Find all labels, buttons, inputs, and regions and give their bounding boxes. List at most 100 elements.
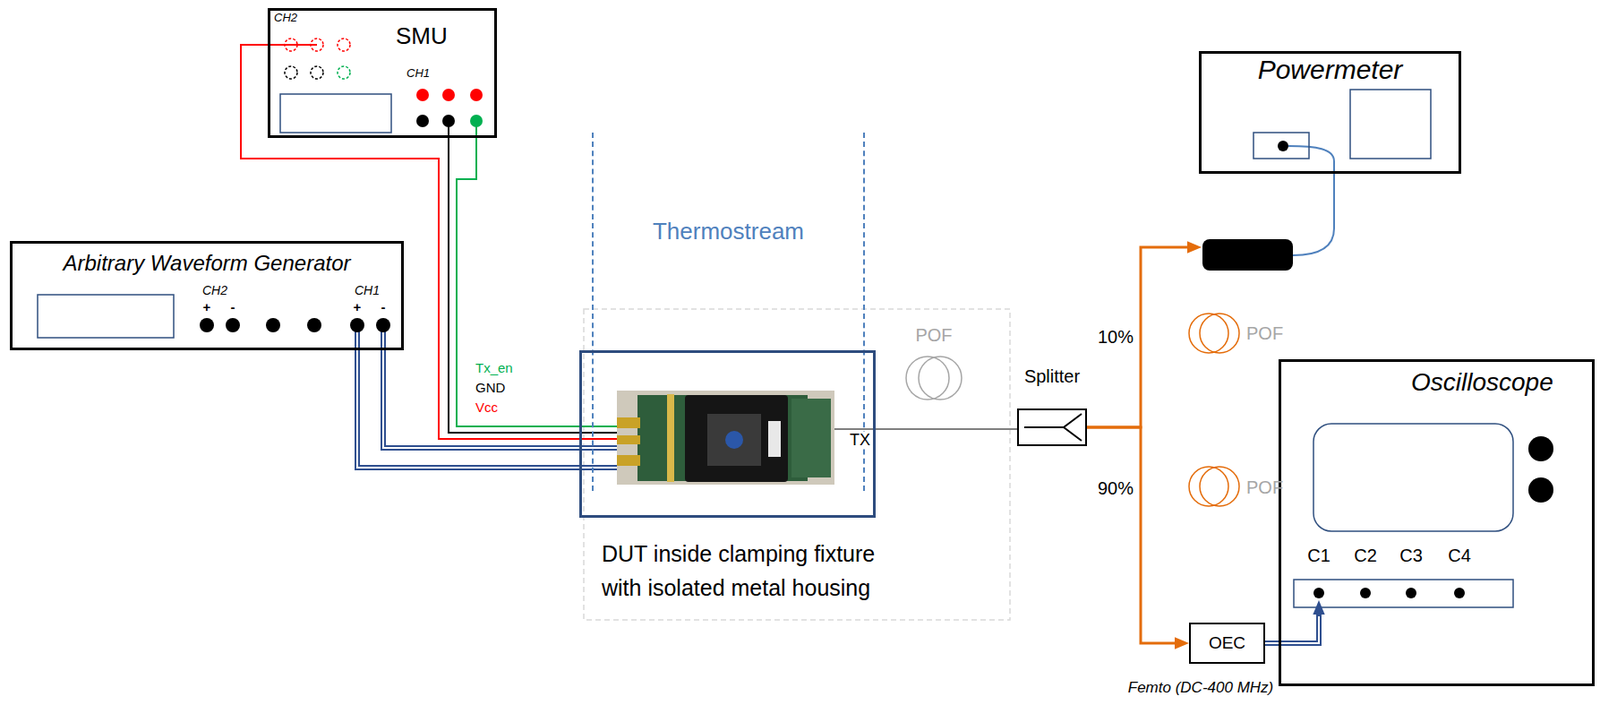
- input-strip: [1293, 579, 1514, 608]
- fiber-stub: [834, 427, 876, 430]
- connector-line: [448, 137, 580, 433]
- device-lens: [725, 430, 744, 449]
- port-dot: [1277, 140, 1289, 152]
- cable-stub: [579, 446, 618, 449]
- part-label: Vcc: [475, 399, 498, 416]
- photo-ground: [616, 390, 835, 485]
- chamber-outline: [583, 308, 1010, 620]
- connector: [1265, 614, 1319, 643]
- pcb: [637, 394, 808, 481]
- terminal: [310, 38, 324, 52]
- fiber-coil: [918, 356, 962, 400]
- connector-line: [383, 350, 580, 448]
- sensor-port: [1253, 132, 1310, 159]
- part-label: CH1: [406, 66, 430, 81]
- terminal: [350, 317, 365, 333]
- connector-inner-line: [383, 350, 580, 448]
- connector-line: [1086, 427, 1175, 643]
- connector-line: [1265, 614, 1319, 643]
- connector: [616, 454, 641, 466]
- part-label: C1: [1307, 544, 1331, 566]
- part-label: GND: [475, 379, 505, 396]
- clamp-socket: [684, 394, 788, 482]
- part-label: POF: [915, 324, 952, 346]
- fiber-coil: [1189, 313, 1229, 353]
- terminal: [199, 317, 214, 333]
- wire-stub: [579, 437, 618, 440]
- node-label: SMU: [395, 22, 448, 51]
- node-label: Splitter: [1024, 365, 1080, 387]
- dut-photo: [616, 390, 835, 485]
- wire-stub: [267, 43, 317, 46]
- part-label: C3: [1399, 544, 1423, 566]
- terminal: [376, 317, 391, 333]
- part-label: 10%: [1097, 325, 1134, 348]
- part-label: 90%: [1097, 477, 1134, 499]
- connector-line: [456, 137, 580, 427]
- connector-line: [357, 350, 580, 468]
- part-label: Tx_en: [475, 359, 514, 377]
- sensor-cable: [1288, 145, 1335, 256]
- pcb-edge: [791, 398, 831, 478]
- terminal: [442, 114, 455, 128]
- connector: [357, 350, 580, 468]
- wire-stub: [579, 431, 618, 434]
- part-label: C2: [1353, 544, 1378, 566]
- input-port: [1405, 587, 1417, 599]
- fiber-coil: [1199, 466, 1240, 506]
- part-label: +: [203, 299, 212, 316]
- connector: [616, 417, 641, 428]
- cable-stub: [579, 466, 618, 469]
- input-port: [1360, 587, 1371, 599]
- fiber-coil: [906, 356, 950, 400]
- part-label: POF: [1246, 322, 1284, 344]
- socket-lid: [707, 413, 762, 466]
- part-label: -: [231, 299, 236, 316]
- connector-line: [875, 427, 1018, 430]
- part-label: POF: [1246, 476, 1284, 498]
- part-label: -: [381, 299, 386, 316]
- instrument-box: Powermeter: [1198, 51, 1462, 174]
- terminal: [284, 38, 298, 52]
- terminal: [310, 66, 324, 79]
- part-label: C4: [1447, 544, 1472, 566]
- connector: [448, 137, 580, 433]
- input-port: [1454, 587, 1465, 599]
- scope-screen: [1313, 423, 1514, 531]
- splitter-box: Splitter: [1017, 408, 1087, 446]
- pin-header: [667, 393, 675, 482]
- connector-inner-line: [357, 350, 580, 468]
- terminal: [416, 114, 429, 128]
- terminal: [442, 88, 455, 102]
- display-screen: [37, 294, 174, 338]
- cable-stub: [579, 464, 618, 471]
- terminal: [225, 317, 240, 333]
- node-label: Thermostream: [652, 217, 805, 246]
- terminal: [284, 66, 298, 79]
- terminal: [337, 38, 351, 52]
- connector: [456, 137, 580, 427]
- connector: [1086, 427, 1175, 643]
- terminal: [337, 66, 351, 79]
- part-label: Femto (DC-400 MHz): [1128, 678, 1274, 697]
- part-label: CH2: [273, 10, 298, 26]
- connector: [616, 435, 641, 445]
- connector: [1086, 247, 1188, 428]
- node-label: Oscilloscope: [1411, 367, 1554, 398]
- connector-inner-line: [1265, 616, 1319, 643]
- part-label: CH1: [354, 282, 380, 299]
- wire-stub: [579, 425, 618, 428]
- terminal: [265, 317, 281, 333]
- scope-knob: [1528, 436, 1554, 462]
- part-label: TX: [847, 431, 873, 448]
- socket-tag: [768, 420, 781, 457]
- display-screen: [280, 94, 392, 133]
- terminal: [470, 88, 483, 102]
- power-sensor: [1202, 239, 1293, 271]
- fiber-coil: [1189, 466, 1229, 506]
- terminal: [307, 317, 322, 333]
- node-label: Powermeter: [1257, 53, 1404, 86]
- instrument-box: Oscilloscope: [1278, 359, 1595, 686]
- terminal: [470, 114, 483, 128]
